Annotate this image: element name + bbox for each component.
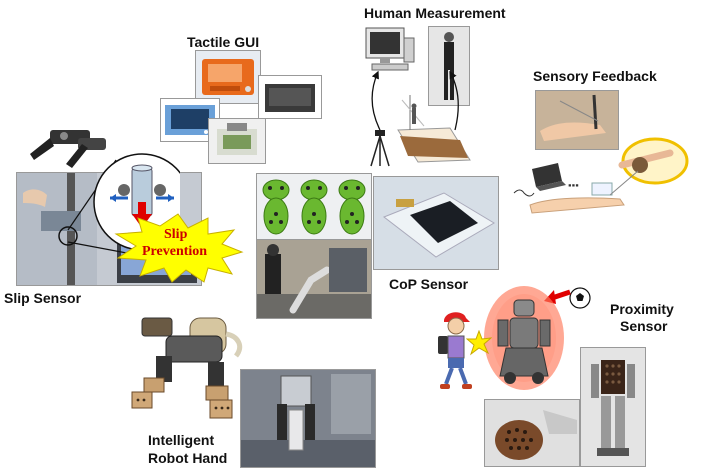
force-plate-walkway: [397, 95, 471, 163]
slip-prevention-line1: Slip: [164, 227, 188, 242]
soccer-ball-icon: [569, 287, 591, 309]
human-measurement-label: Human Measurement: [364, 5, 506, 21]
child-figure: [438, 312, 472, 389]
robot-hand-gripping-photo: [240, 369, 376, 468]
slip-sensor-label: Slip Sensor: [4, 290, 82, 306]
slip-prevention-line2: Prevention: [142, 244, 208, 259]
cop-sensor-photo: [373, 176, 499, 270]
proximity-sensor-module-photo: [484, 399, 580, 467]
tripod-icon: [370, 130, 390, 167]
collision-spark-icon: [466, 330, 492, 356]
proximity-sensor-label-line1: Proximity: [610, 301, 674, 317]
tactile-gui-orange-device-photo: [195, 50, 261, 104]
computer-icon: [365, 27, 415, 71]
intelligent-robot-hand-label-line2: Robot Hand: [148, 450, 228, 466]
sensory-feedback-label: Sensory Feedback: [533, 68, 657, 84]
proximity-robot-figure: [484, 286, 564, 390]
laptop-icon: [532, 163, 566, 191]
svg-text:▪▪▪: ▪▪▪: [568, 182, 579, 189]
measurement-arrows: [371, 70, 459, 131]
robot-hand-figure: [131, 317, 243, 419]
slip-prevention-burst: [114, 213, 244, 283]
tactile-gui-black-pad-photo: [258, 75, 322, 119]
robot-arm-lab-photo: [256, 239, 372, 319]
proximity-sensor-label-line2: Sensor: [620, 318, 668, 334]
cop-sensor-label: CoP Sensor: [389, 276, 469, 292]
tactile-gui-blue-device-photo: [160, 98, 220, 142]
humanoid-robot-photo: [580, 347, 646, 467]
feedback-system-diagram: ▪▪▪: [513, 137, 689, 214]
intelligent-robot-hand-label-line1: Intelligent: [148, 432, 215, 448]
robot-gripper-icon: [30, 130, 106, 168]
tactile-gui-label: Tactile GUI: [187, 34, 260, 50]
green-robots-photo: [256, 173, 372, 241]
walking-person-photo: [428, 26, 470, 106]
tactile-gui-pcb-photo: [208, 118, 266, 164]
finger-stimulation-photo: [535, 90, 619, 150]
